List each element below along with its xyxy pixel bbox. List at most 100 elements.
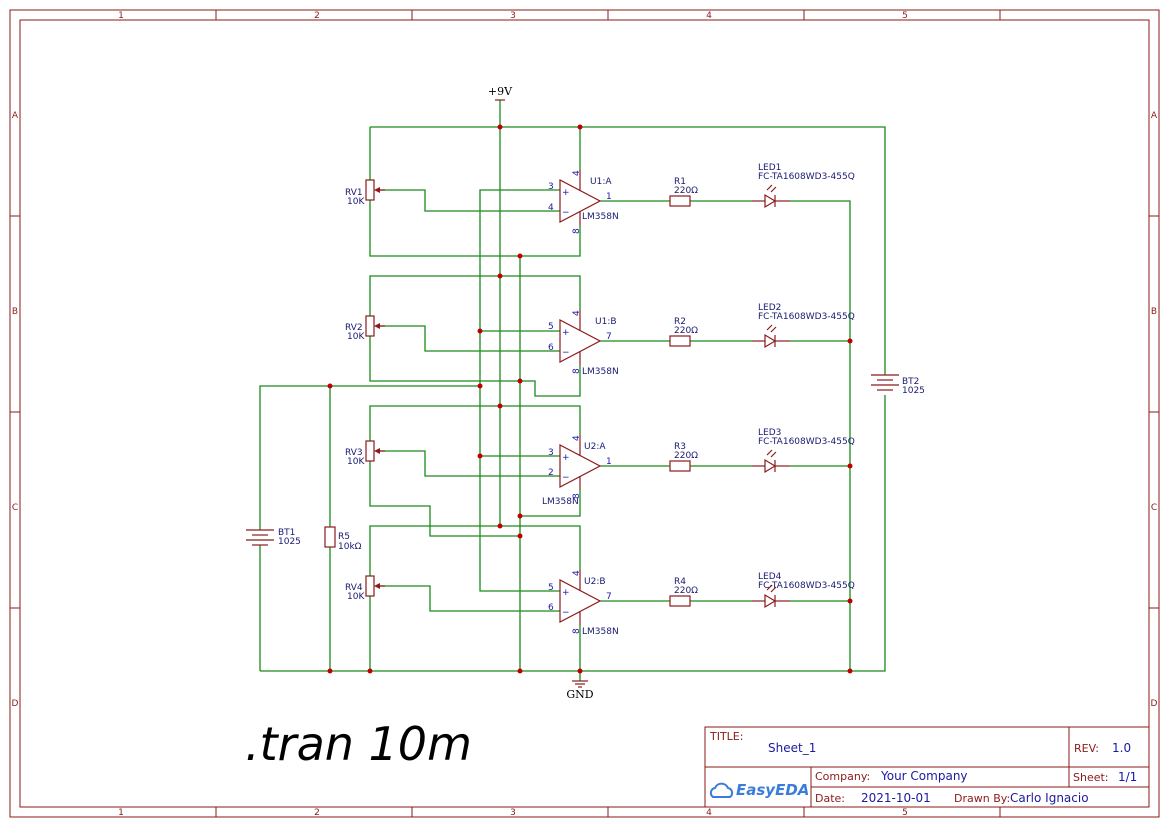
svg-text:−: −	[562, 208, 570, 218]
led-led3: LED3 FC-TA1608WD3-455Q	[752, 428, 855, 474]
potentiometer-rv1: RV1 10K	[345, 179, 385, 207]
row-label: C	[12, 503, 18, 513]
logo-text: EasyEDA	[736, 781, 809, 799]
u1a-part: LM358N	[582, 212, 619, 222]
rv2-value: 10K	[347, 332, 365, 342]
u2b-pin-neg: 6	[548, 603, 554, 613]
u2b-pin-gnd: 8	[572, 628, 582, 634]
u2a-pin-pos: 3	[548, 448, 554, 458]
led2-part: FC-TA1608WD3-455Q	[758, 312, 855, 322]
company-label: Company:	[815, 770, 870, 783]
u2b-pin-pos: 5	[548, 583, 554, 593]
u1b-pin-gnd: 8	[572, 368, 582, 374]
svg-text:+: +	[562, 453, 570, 463]
u1b-pin-vcc: 4	[572, 310, 582, 316]
rev-value: 1.0	[1112, 741, 1131, 755]
u2b-pin-out: 7	[606, 592, 612, 602]
u1b-pin-neg: 6	[548, 343, 554, 353]
u1a-pin-gnd: 8	[572, 228, 582, 234]
u1a-ref: U1:A	[590, 177, 612, 187]
u1a-pin-out: 1	[606, 192, 612, 202]
col-label: 3	[510, 11, 516, 21]
svg-text:−: −	[562, 473, 570, 483]
bt2-value: 1025	[902, 386, 925, 396]
led3-ref: LED3	[758, 428, 781, 438]
sheet-label: Sheet:	[1073, 771, 1109, 784]
rev-label: REV:	[1074, 742, 1099, 755]
resistor-r3: R3 220Ω	[669, 442, 698, 472]
easyeda-logo: EasyEDA	[709, 781, 809, 799]
resistor-r1: R1 220Ω	[669, 177, 698, 207]
row-label: D	[12, 699, 19, 709]
power-symbol: +9V	[488, 85, 513, 101]
battery-bt1: BT1 1025	[246, 528, 301, 547]
r4-value: 220Ω	[674, 586, 698, 596]
opamp-u2b: +− 5 6 7 4 8 U2:B LM358N	[548, 570, 619, 637]
wires	[259, 100, 886, 681]
title-value: Sheet_1	[768, 741, 816, 755]
company-value: Your Company	[880, 769, 968, 783]
led2-ref: LED2	[758, 303, 781, 313]
col-label: 5	[902, 11, 908, 21]
opamp-u1b: +− 5 6 7 4 8 U1:B LM358N	[548, 310, 619, 377]
led1-ref: LED1	[758, 163, 781, 173]
rv1-ref: RV1	[345, 188, 363, 198]
potentiometer-rv3: RV3 10K	[345, 440, 385, 467]
r2-ref: R2	[674, 317, 686, 327]
svg-text:−: −	[562, 608, 570, 618]
r5-value: 10kΩ	[338, 542, 362, 552]
junctions	[327, 124, 853, 674]
col-label: 5	[902, 808, 908, 818]
row-label: A	[12, 111, 19, 121]
col-label: 2	[314, 808, 320, 818]
date-label: Date:	[815, 792, 845, 805]
u2a-pin-vcc: 4	[572, 435, 582, 441]
ground-symbol: GND	[566, 680, 594, 701]
drawn-by-value: Carlo Ignacio	[1010, 791, 1089, 805]
led4-ref: LED4	[758, 572, 782, 582]
power-net-label: +9V	[488, 85, 513, 98]
title-block: TITLE: Sheet_1 REV: 1.0 Company: Your Co…	[704, 726, 1150, 808]
row-label: C	[1151, 503, 1157, 513]
u2a-pin-out: 1	[606, 457, 612, 467]
title-label: TITLE:	[709, 730, 743, 743]
u2b-pin-vcc: 4	[572, 570, 582, 576]
led-led1: LED1 FC-TA1608WD3-455Q	[752, 163, 855, 209]
sheet-frame: 1 2 3 4 5 1 2 3 4 5 A B C D A B C D	[9, 9, 1160, 818]
led-led2: LED2 FC-TA1608WD3-455Q	[752, 303, 855, 349]
resistor-r5: R5 10kΩ	[324, 526, 362, 552]
col-label: 2	[314, 11, 320, 21]
u1b-part: LM358N	[582, 367, 619, 377]
battery-bt2: BT2 1025	[871, 374, 925, 396]
row-label: D	[1151, 699, 1158, 709]
u1b-pin-out: 7	[606, 332, 612, 342]
u2a-ref: U2:A	[584, 442, 606, 452]
potentiometer-rv2: RV2 10K	[345, 315, 385, 342]
col-label: 1	[118, 11, 124, 21]
resistor-r2: R2 220Ω	[669, 317, 698, 347]
r1-value: 220Ω	[674, 186, 698, 196]
u2a-pin-neg: 2	[548, 468, 554, 478]
opamp-u1a: +− 3 4 1 4 8 U1:A LM358N	[548, 170, 619, 234]
r1-ref: R1	[674, 177, 686, 187]
col-label: 4	[706, 808, 712, 818]
r3-value: 220Ω	[674, 451, 698, 461]
rv2-ref: RV2	[345, 323, 363, 333]
date-value: 2021-10-01	[861, 791, 931, 805]
rv3-ref: RV3	[345, 448, 363, 458]
u2b-part: LM358N	[582, 627, 619, 637]
u2a-part: LM358N	[542, 497, 579, 507]
svg-text:+: +	[562, 328, 570, 338]
svg-text:+: +	[562, 188, 570, 198]
u1a-pin-neg: 4	[548, 203, 554, 213]
u2a-pin-gnd: 8	[572, 493, 582, 499]
ground-net-label: GND	[566, 688, 593, 701]
col-label: 1	[118, 808, 124, 818]
led-led4: LED4 FC-TA1608WD3-455Q	[752, 572, 855, 609]
u1a-pin-vcc: 4	[572, 170, 582, 176]
cloud-icon	[709, 782, 734, 798]
r5-ref: R5	[338, 532, 350, 542]
rv3-value: 10K	[347, 457, 365, 467]
rv4-value: 10K	[347, 592, 365, 602]
